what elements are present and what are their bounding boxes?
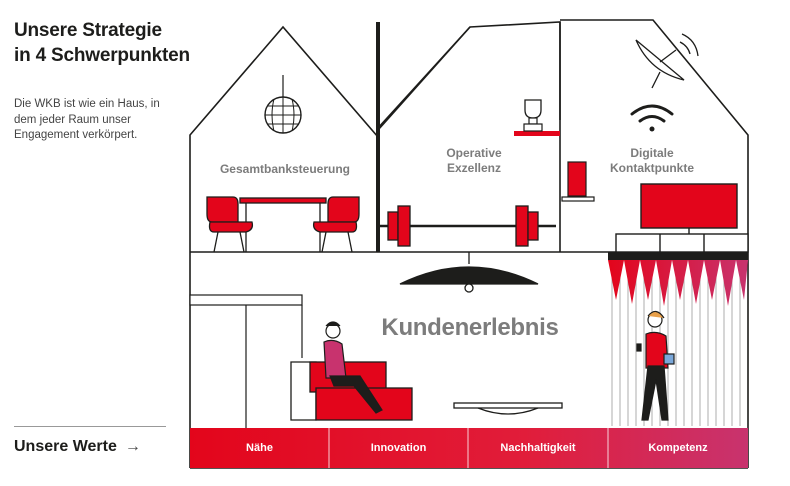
curtain-icon xyxy=(608,252,748,426)
tv-icon xyxy=(615,183,749,253)
trophy-icon xyxy=(514,99,560,136)
values-band xyxy=(190,428,748,468)
coffee-table-icon xyxy=(453,402,563,415)
barbell-icon xyxy=(380,205,556,247)
room-label-digitale-kontaktpunkte: Digitale Kontaktpunkte xyxy=(588,146,716,176)
satellite-dish-icon xyxy=(635,33,699,89)
value-naehe[interactable]: Nähe xyxy=(246,442,273,454)
room-label-digitale-line1: Digitale xyxy=(630,146,674,160)
page-title: Unsere Strategie in 4 Schwerpunkten xyxy=(14,18,214,68)
room-label-kundenerlebnis: Kundenerlebnis xyxy=(381,314,559,341)
room-label-digitale-line2: Kontaktpunkte xyxy=(610,161,694,175)
roof-top-line xyxy=(377,26,471,131)
person-sitting-icon xyxy=(323,321,383,414)
cabinet-icon xyxy=(189,294,303,428)
router-icon xyxy=(561,161,595,202)
value-kompetenz[interactable]: Kompetenz xyxy=(648,442,708,454)
sofa-icon xyxy=(290,361,413,421)
values-link[interactable]: Unsere Werte → xyxy=(14,438,141,456)
value-innovation[interactable]: Innovation xyxy=(370,442,427,454)
room-label-gesamtbanksteuerung: Gesamtbanksteuerung xyxy=(219,162,351,176)
person-walking-icon xyxy=(636,310,675,421)
room-label-operative-exzellenz: Operative Exzellenz xyxy=(414,146,534,176)
title-line-2: in 4 Schwerpunkten xyxy=(14,45,190,66)
roof-right xyxy=(560,19,749,468)
ceiling-lamp-icon xyxy=(399,252,539,293)
title-line-1: Unsere Strategie xyxy=(14,20,162,41)
arrow-right-icon: → xyxy=(124,438,141,455)
disco-ball-icon xyxy=(264,75,302,134)
room-label-operative-line2: Exzellenz xyxy=(446,161,502,175)
intro-text: Die WKB ist wie ein Haus, in dem jeder R… xyxy=(14,98,160,141)
wifi-icon xyxy=(630,104,674,132)
table-chairs-icon xyxy=(206,196,360,253)
value-nachhaltigkeit[interactable]: Nachhaltigkeit xyxy=(500,442,576,454)
divider xyxy=(14,426,166,427)
values-link-label: Unsere Werte xyxy=(14,438,117,455)
room-label-operative-line1: Operative xyxy=(446,146,502,160)
